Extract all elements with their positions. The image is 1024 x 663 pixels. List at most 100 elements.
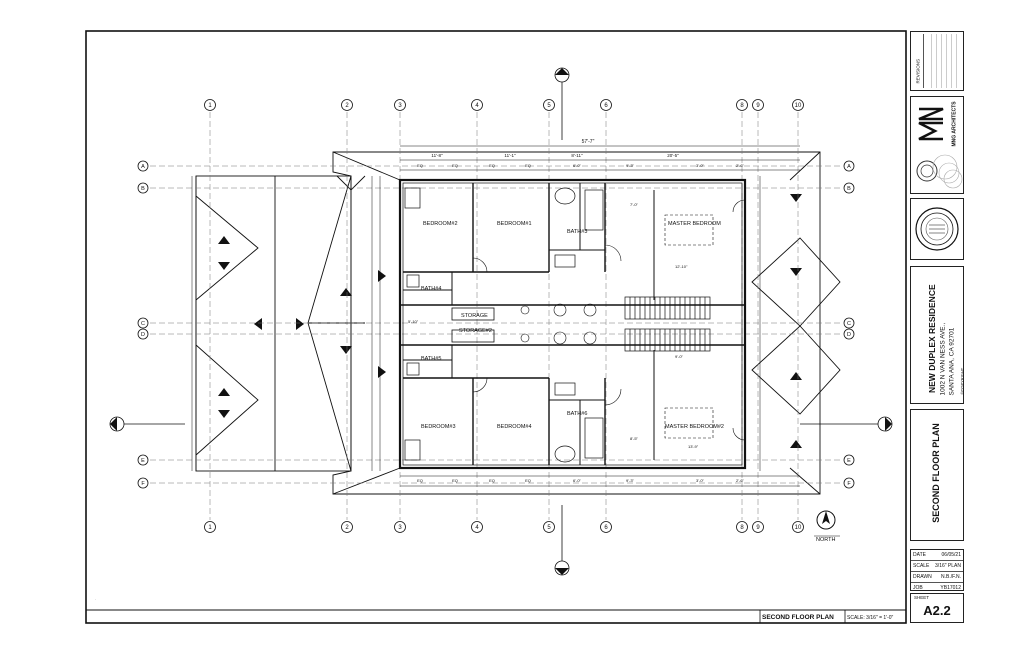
section-markers — [109, 67, 893, 576]
grid-label: C — [847, 321, 851, 327]
grid-bubble-col-5: 5 — [543, 521, 555, 533]
grid-bubble-col-6: 6 — [600, 521, 612, 533]
north-arrow: NORTH — [814, 510, 840, 543]
grid-label: 9 — [756, 525, 760, 531]
grid-label: F — [141, 481, 145, 487]
project-address-2: SANTA ANA, CA 92701 — [948, 327, 956, 396]
grid-bubble-row-E: E — [843, 454, 855, 466]
sheet-title: SECOND FLOOR PLAN — [931, 423, 941, 523]
grid-label: 6 — [604, 103, 608, 109]
grid-label: F — [847, 481, 851, 487]
dim-bot-5: 6'-0" — [573, 478, 582, 483]
sheet-number: A2.2 — [923, 603, 951, 618]
grid-bubble-col-5: 5 — [543, 99, 555, 111]
grid-bubble-col-6: 6 — [600, 99, 612, 111]
grid-label: A — [847, 164, 851, 170]
room-bath-3: BATH#3 — [567, 229, 587, 235]
copyright-notice: ©COPYRIGHT — [959, 367, 965, 395]
dim-sub-7: 3'-0" — [696, 163, 705, 168]
architect-stamp-icon — [915, 207, 959, 251]
grid-bubble-row-B: B — [843, 182, 855, 194]
grid-bubble-row-A: A — [843, 160, 855, 172]
grid-label: 2 — [345, 103, 349, 109]
room-storage-2: STORAGE#2 — [459, 328, 492, 334]
revisions-box: REVISIONS — [910, 31, 964, 91]
room-storage-1: STORAGE — [461, 313, 488, 319]
dim-misc-1: 7'-0" — [630, 202, 639, 207]
dim-sub-1: EQ — [417, 163, 423, 168]
stairs — [624, 296, 711, 352]
grid-bubble-row-E: E — [137, 454, 149, 466]
grid-bubble-row-A: A — [137, 160, 149, 172]
grid-label: 4 — [475, 525, 479, 531]
grid-bubble-col-9: 9 — [752, 99, 764, 111]
grid-label: C — [141, 321, 145, 327]
grid-bubble-row-C: C — [137, 317, 149, 329]
grid-bubble-col-1: 1 — [204, 521, 216, 533]
sheet-border — [85, 30, 907, 624]
grid-bubble-col-1: 1 — [204, 99, 216, 111]
grid-bubble-row-F: F — [843, 477, 855, 489]
sheet-number-box: SHEET A2.2 — [910, 593, 964, 623]
grid-label: 6 — [604, 525, 608, 531]
grid-label: E — [141, 458, 145, 464]
dim-bot-1: EQ — [417, 478, 423, 483]
grid-bubble-col-10: 10 — [792, 521, 804, 533]
project-name: NEW DUPLEX RESIDENCE — [927, 284, 937, 393]
grid-bubble-col-3: 3 — [394, 99, 406, 111]
footer-sheet-title: SECOND FLOOR PLAN — [762, 614, 834, 621]
room-bedroom-2: BEDROOM#2 — [423, 221, 458, 227]
svg-text:.: . — [93, 599, 97, 600]
dim-top-1: 11'-8" — [431, 153, 443, 158]
revisions-label: REVISIONS — [915, 58, 921, 84]
sheet-title-box: SECOND FLOOR PLAN — [910, 409, 964, 541]
grid-label: 2 — [345, 525, 349, 531]
dim-sub-3: EQ — [489, 163, 495, 168]
footer-scale: SCALE: 3/16" = 1'-0" — [847, 615, 894, 621]
grid-label: 1 — [208, 103, 212, 109]
grid-bubble-row-D: D — [137, 328, 149, 340]
grid-label: 3 — [398, 103, 402, 109]
dimension-lines — [191, 145, 800, 487]
north-label: NORTH — [816, 537, 835, 543]
grid-bubble-col-2: 2 — [341, 521, 353, 533]
grid-label: 3 — [398, 525, 402, 531]
grid-label: 10 — [795, 103, 802, 109]
dim-misc-2: 12'-10" — [675, 264, 688, 269]
room-bedroom-4: BEDROOM#4 — [497, 424, 532, 430]
dim-top-2: 11'-1" — [504, 153, 516, 158]
mng-logo-icon — [918, 107, 944, 141]
room-bath-4: BATH#4 — [421, 286, 441, 292]
grid-bubble-col-4: 4 — [471, 99, 483, 111]
grid-bubble-row-F: F — [137, 477, 149, 489]
grid-label: 1 — [208, 525, 212, 531]
grid-bubble-row-B: B — [137, 182, 149, 194]
roof-plan — [195, 151, 841, 495]
building-walls — [398, 178, 747, 470]
firm-name: MNG ARCHITECTS — [951, 101, 958, 147]
project-address-1: 1002 N VAN NESS AVE., — [939, 322, 947, 396]
dim-sub-6: 9'-3" — [626, 163, 635, 168]
dim-sub-4: EQ — [525, 163, 531, 168]
room-master-bedroom: MASTER BEDROOM — [668, 221, 721, 227]
grid-bubble-col-9: 9 — [752, 521, 764, 533]
grid-lines — [150, 112, 840, 520]
firm-logo-box: MNG ARCHITECTS — [910, 96, 964, 194]
dim-sub-8: 2'-6" — [736, 163, 745, 168]
room-labels: BEDROOM#2 BEDROOM#1 MASTER BEDROOM BATH#… — [421, 221, 724, 430]
dim-bot-8: 2'-6" — [736, 478, 745, 483]
grid-bubble-row-C: C — [843, 317, 855, 329]
dim-top-4: 20'-5" — [667, 153, 679, 158]
dim-misc-6: 9'-0" — [675, 354, 684, 359]
dim-misc-4: 8'-5" — [630, 436, 639, 441]
grid-label: 4 — [475, 103, 479, 109]
firm-seal-icon — [916, 154, 963, 189]
firm-logo — [917, 101, 947, 141]
room-master-bedroom-2: MASTER BEDROOM#2 — [665, 424, 724, 430]
grid-label: D — [847, 332, 851, 338]
